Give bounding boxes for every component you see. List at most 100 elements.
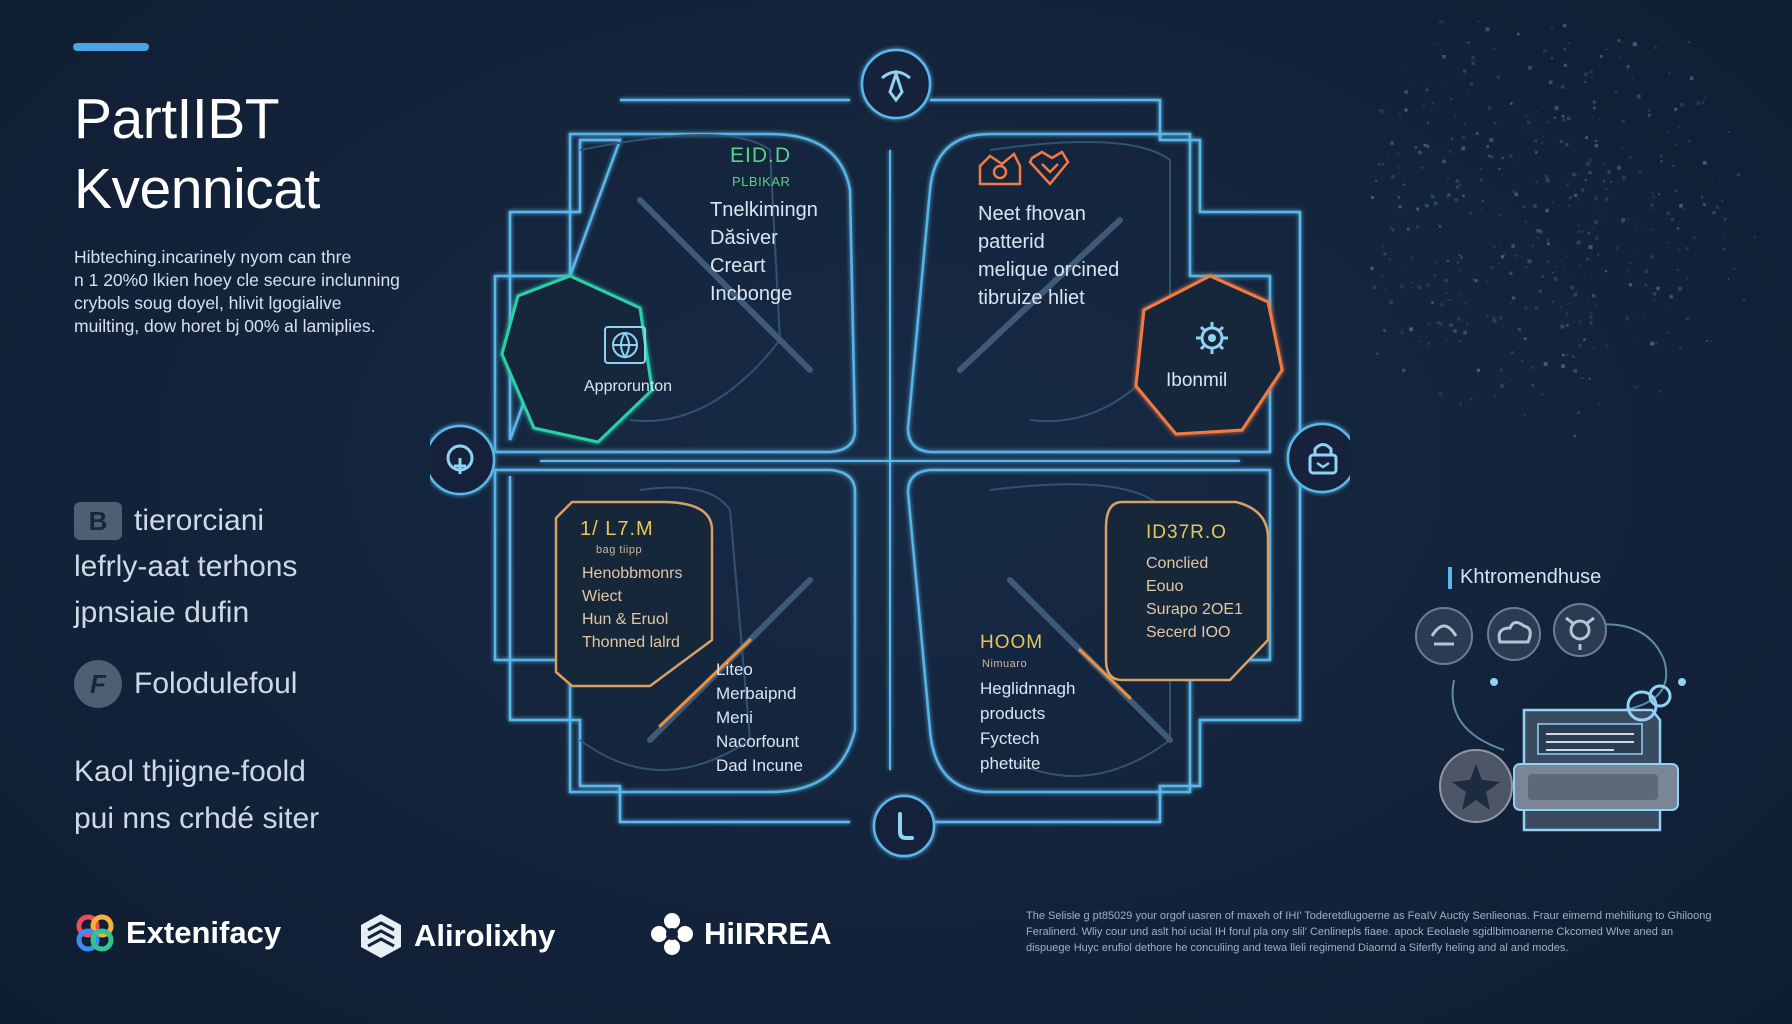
particle-dot <box>1690 76 1694 80</box>
particle-dot <box>1572 294 1577 298</box>
list-item: patterid <box>978 231 1045 253</box>
particle-dot <box>1454 115 1456 117</box>
feature-row: B tierorciani <box>74 498 414 544</box>
particle-dot <box>1577 198 1579 200</box>
network-icon[interactable] <box>1553 603 1607 657</box>
particle-dot <box>1629 262 1631 264</box>
particle-dot <box>1517 32 1520 36</box>
particle-dot <box>1648 197 1650 200</box>
particle-dot <box>1686 277 1689 280</box>
particle-dot <box>1650 255 1654 259</box>
particle-dot <box>1402 183 1405 186</box>
particle-dot <box>1418 341 1420 342</box>
particle-dot <box>1406 266 1408 268</box>
particle-dot <box>1423 143 1427 147</box>
tagline-line: pui nns crhdé siter <box>74 802 320 835</box>
particle-dot <box>1462 194 1465 198</box>
title-line-1: PartIIBT <box>74 87 280 151</box>
particle-dot <box>1597 253 1600 256</box>
particle-dot <box>1414 146 1418 149</box>
particle-dot <box>1502 192 1504 194</box>
particle-dot <box>1627 217 1630 220</box>
particle-dot <box>1588 171 1592 175</box>
particle-dot <box>1449 323 1453 327</box>
particle-dot <box>1485 27 1490 32</box>
badge-label: Approrunton <box>584 378 673 395</box>
particle-dot <box>1565 312 1569 316</box>
particle-dot <box>1486 145 1489 148</box>
particle-dot <box>1408 269 1410 271</box>
touch-icon[interactable] <box>440 440 480 480</box>
particle-dot <box>1493 121 1497 125</box>
particle-dot <box>1445 196 1449 200</box>
particle-dot <box>1636 221 1639 224</box>
particle-dot <box>1581 230 1584 233</box>
star-icon[interactable] <box>1439 749 1513 823</box>
particle-dot <box>1380 109 1385 114</box>
particle-dot <box>1562 321 1563 323</box>
feature-row-2[interactable]: F Folodulefoul <box>74 660 297 708</box>
particle-dot <box>1433 201 1438 206</box>
particle-dot <box>1667 241 1671 245</box>
particle-dot <box>1654 46 1657 49</box>
particle-dot <box>1672 164 1675 167</box>
particle-dot <box>1433 273 1437 277</box>
particle-dot <box>1396 152 1399 154</box>
particle-dot <box>1463 330 1467 335</box>
intro-paragraph: Hibteching.incarinely nyom can thre n 1 … <box>74 246 414 338</box>
particle-dot <box>1377 162 1381 166</box>
particle-dot <box>1594 236 1599 240</box>
finger-icon[interactable] <box>888 810 920 842</box>
particle-dot <box>1375 180 1377 182</box>
particle-dot <box>1648 109 1651 112</box>
particle-dot <box>1573 368 1577 373</box>
particle-dot <box>1594 140 1597 143</box>
support-icon[interactable] <box>1415 607 1473 665</box>
server-device-icon[interactable] <box>1513 684 1679 832</box>
particle-dot <box>1605 344 1608 347</box>
particle-dot <box>1622 175 1626 180</box>
particle-dot <box>1627 269 1630 272</box>
particle-dot <box>1632 42 1637 47</box>
particle-dot <box>1563 47 1567 51</box>
particle-dot <box>1488 156 1490 158</box>
particle-dot <box>1669 294 1674 299</box>
particle-dot <box>1474 279 1478 283</box>
particle-dot <box>1641 151 1643 153</box>
particle-dot <box>1511 340 1514 343</box>
service-illustration <box>1415 603 1686 832</box>
particle-dot <box>1710 340 1712 342</box>
particle-dot <box>1696 101 1700 105</box>
particle-dot <box>1499 243 1501 246</box>
cloud-icon[interactable] <box>1487 607 1541 661</box>
feature-line: tierorciani <box>134 504 265 537</box>
particle-dot <box>1552 201 1554 204</box>
logo-extenifacy[interactable]: Extenifacy <box>74 912 281 954</box>
lock-icon[interactable] <box>1304 438 1342 478</box>
particle-dot <box>1577 224 1581 228</box>
particle-dot <box>1372 285 1377 289</box>
particle-dot <box>1628 283 1633 287</box>
quadrant-list: Neet fhovan patterid melique orcined tib… <box>978 200 1119 312</box>
particle-dot <box>1509 154 1513 158</box>
particle-dot <box>1604 270 1608 273</box>
particle-dot <box>1679 203 1683 208</box>
particle-dot <box>1447 193 1451 197</box>
logo-alirolixhy[interactable]: Alirolixhy <box>358 912 555 960</box>
particle-dot <box>1440 80 1442 81</box>
particle-dot <box>1658 390 1661 393</box>
particle-dot <box>1383 329 1386 332</box>
particle-dot <box>1652 208 1655 210</box>
particle-dot <box>1603 180 1605 183</box>
hexagon-cube-icon <box>361 914 401 958</box>
particle-dot <box>1427 99 1429 101</box>
pen-nib-icon[interactable] <box>876 64 916 104</box>
particle-dot <box>1519 130 1522 132</box>
logo-hiirrea[interactable]: HiIRREA <box>650 912 831 956</box>
list-item: Heglidnnagh <box>980 679 1076 698</box>
particle-dot <box>1493 47 1496 50</box>
particle-dot <box>1531 384 1534 387</box>
particle-dot <box>1615 246 1619 250</box>
particle-dot <box>1620 146 1623 149</box>
list-item: melique orcined <box>978 259 1120 281</box>
